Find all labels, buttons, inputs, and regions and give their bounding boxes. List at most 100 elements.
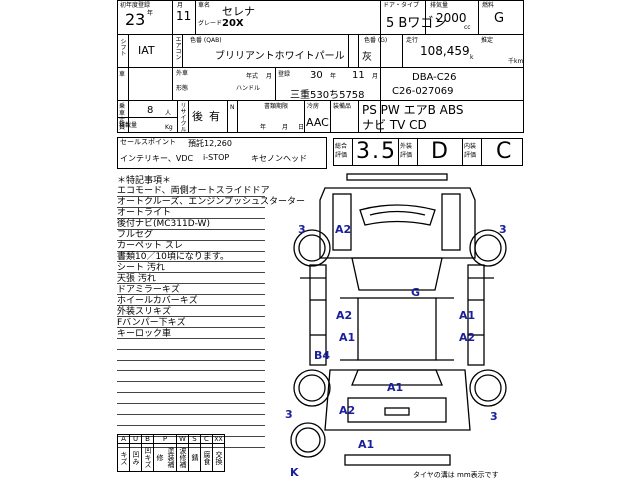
note-item: カーペット スレ	[117, 241, 183, 251]
note-item: Fバンパー下キズ	[117, 318, 186, 328]
grade-label: グレード	[198, 20, 223, 27]
note-item: 外装スリキズ	[117, 307, 172, 317]
legend-word: キズ	[117, 443, 130, 472]
vehicle-info-form-right	[380, 0, 524, 133]
legend-word: 凹み	[129, 443, 142, 472]
front-left-fender	[332, 193, 352, 251]
month-label: 月	[177, 2, 184, 9]
damage-mark: A1	[459, 309, 476, 322]
note-item: 天張 汚れ	[117, 274, 156, 284]
damage-mark: A1	[339, 331, 356, 344]
damage-mark: A2	[336, 309, 353, 322]
first-reg-year-unit: 年	[147, 10, 154, 17]
interior-label-2: 評価	[464, 152, 477, 159]
capacity-label: 乗車定員	[119, 103, 126, 131]
estimate-label: 推定	[481, 37, 494, 44]
note-rule-line	[117, 370, 265, 372]
docs-year: 年	[260, 124, 267, 131]
aircon-label: 冷房	[307, 103, 320, 110]
wheel-front-right	[469, 229, 507, 267]
front-grille	[359, 204, 436, 226]
wheel-rear-right	[469, 369, 507, 407]
reg-year: 30	[310, 70, 323, 81]
payload-label: 積載量	[119, 122, 138, 129]
exterior-label-1: 外装	[400, 143, 413, 150]
spare-tire	[290, 422, 326, 458]
mileage-unit-small: k	[470, 54, 474, 61]
legend-letter: S	[188, 434, 201, 444]
note-item: 書類10／10頃になります。	[117, 252, 230, 262]
front-bumper-outline	[346, 173, 448, 181]
note-item: ドアミラーキズ	[117, 285, 180, 295]
model-code: DBA-C26	[412, 72, 457, 83]
nav-label: N	[230, 104, 235, 111]
recycle-label: リサイクル	[179, 102, 186, 132]
scores-box	[333, 138, 523, 166]
legend-word: 錆	[188, 443, 201, 472]
fuel-label: 燃料	[482, 2, 495, 9]
car-damage-diagram	[290, 173, 507, 466]
note-rule-line	[117, 250, 265, 252]
legend-word: 塗装補修	[153, 443, 177, 472]
note-rule-line	[117, 403, 265, 405]
recycle-rear: 後	[192, 110, 203, 123]
capacity-unit: 人	[165, 110, 172, 117]
mileage-label: 走行	[406, 37, 419, 44]
aircon-value: AAC	[306, 116, 329, 129]
note-rule-line	[117, 228, 265, 230]
model-year-month: 月	[266, 73, 273, 80]
front-emblem-line	[369, 210, 426, 216]
note-rule-line	[117, 381, 265, 383]
sales-point-box	[117, 137, 327, 169]
tailgate-outline	[324, 369, 471, 431]
displacement-label: 排気量	[430, 2, 449, 9]
interior-score: C	[496, 139, 512, 164]
sales-title: セールスポイント	[120, 138, 176, 146]
note-rule-line	[117, 305, 265, 306]
reg-month-unit: 月	[372, 73, 379, 80]
note-rule-line	[117, 206, 265, 208]
color-label: 色番 (QAB)	[190, 37, 222, 44]
wheel-rear-left	[293, 369, 331, 407]
legend-word: 腐食	[200, 443, 213, 472]
equip-line2: ナビ TV CD	[362, 118, 427, 132]
displacement-value: 2000	[436, 11, 467, 25]
name-label: 車名	[198, 2, 211, 9]
legend-letter: U	[129, 434, 142, 444]
tire-note: タイヤの溝は mm表示です	[413, 471, 499, 479]
windshield-outline	[351, 257, 443, 291]
outside-label: 外車	[176, 70, 189, 77]
capacity-value: 8	[147, 105, 154, 116]
note-item: オートライト	[117, 208, 172, 218]
docs-month: 月	[282, 124, 289, 131]
note-item: エコモード、両側オートスライドドア	[117, 186, 270, 196]
note-rule-line	[117, 283, 265, 285]
payload-unit: Kg	[165, 124, 173, 131]
sales-line2c: キセノンヘッド	[251, 154, 307, 163]
interior-color-value: 灰	[362, 52, 372, 63]
note-rule-line	[117, 337, 265, 339]
first-reg-year: 23	[125, 10, 146, 29]
legend-letter: P	[153, 434, 177, 444]
note-rule-line	[117, 294, 265, 296]
note-rule-line	[117, 315, 265, 317]
plate-value: 三重530ち5758	[290, 90, 365, 101]
damage-mark: A1	[387, 381, 404, 394]
door-type-value: 5 Bワゴン	[386, 16, 447, 31]
type-label: 形態	[176, 85, 189, 92]
license-plate	[384, 407, 410, 416]
reg-month: 11	[352, 70, 365, 81]
note-rule-line	[117, 217, 265, 219]
damage-code-legend: A U B P W S C XX キズ 凹み 凹キズ 塗装補修 波修補 錆 腐食…	[117, 434, 225, 472]
shift-label: シフト	[119, 38, 126, 56]
damage-mark: 3	[298, 223, 306, 236]
note-rule-line	[117, 261, 265, 263]
shift-value: IAT	[138, 44, 155, 57]
damage-mark: A1	[358, 438, 375, 451]
damage-mark: B4	[314, 349, 331, 362]
overall-label-1: 総合	[335, 143, 348, 150]
wheel-front-left	[293, 229, 331, 267]
front-right-fender	[441, 193, 461, 251]
note-rule-line	[117, 272, 265, 274]
sales-line2b: i-STOP	[203, 153, 230, 162]
